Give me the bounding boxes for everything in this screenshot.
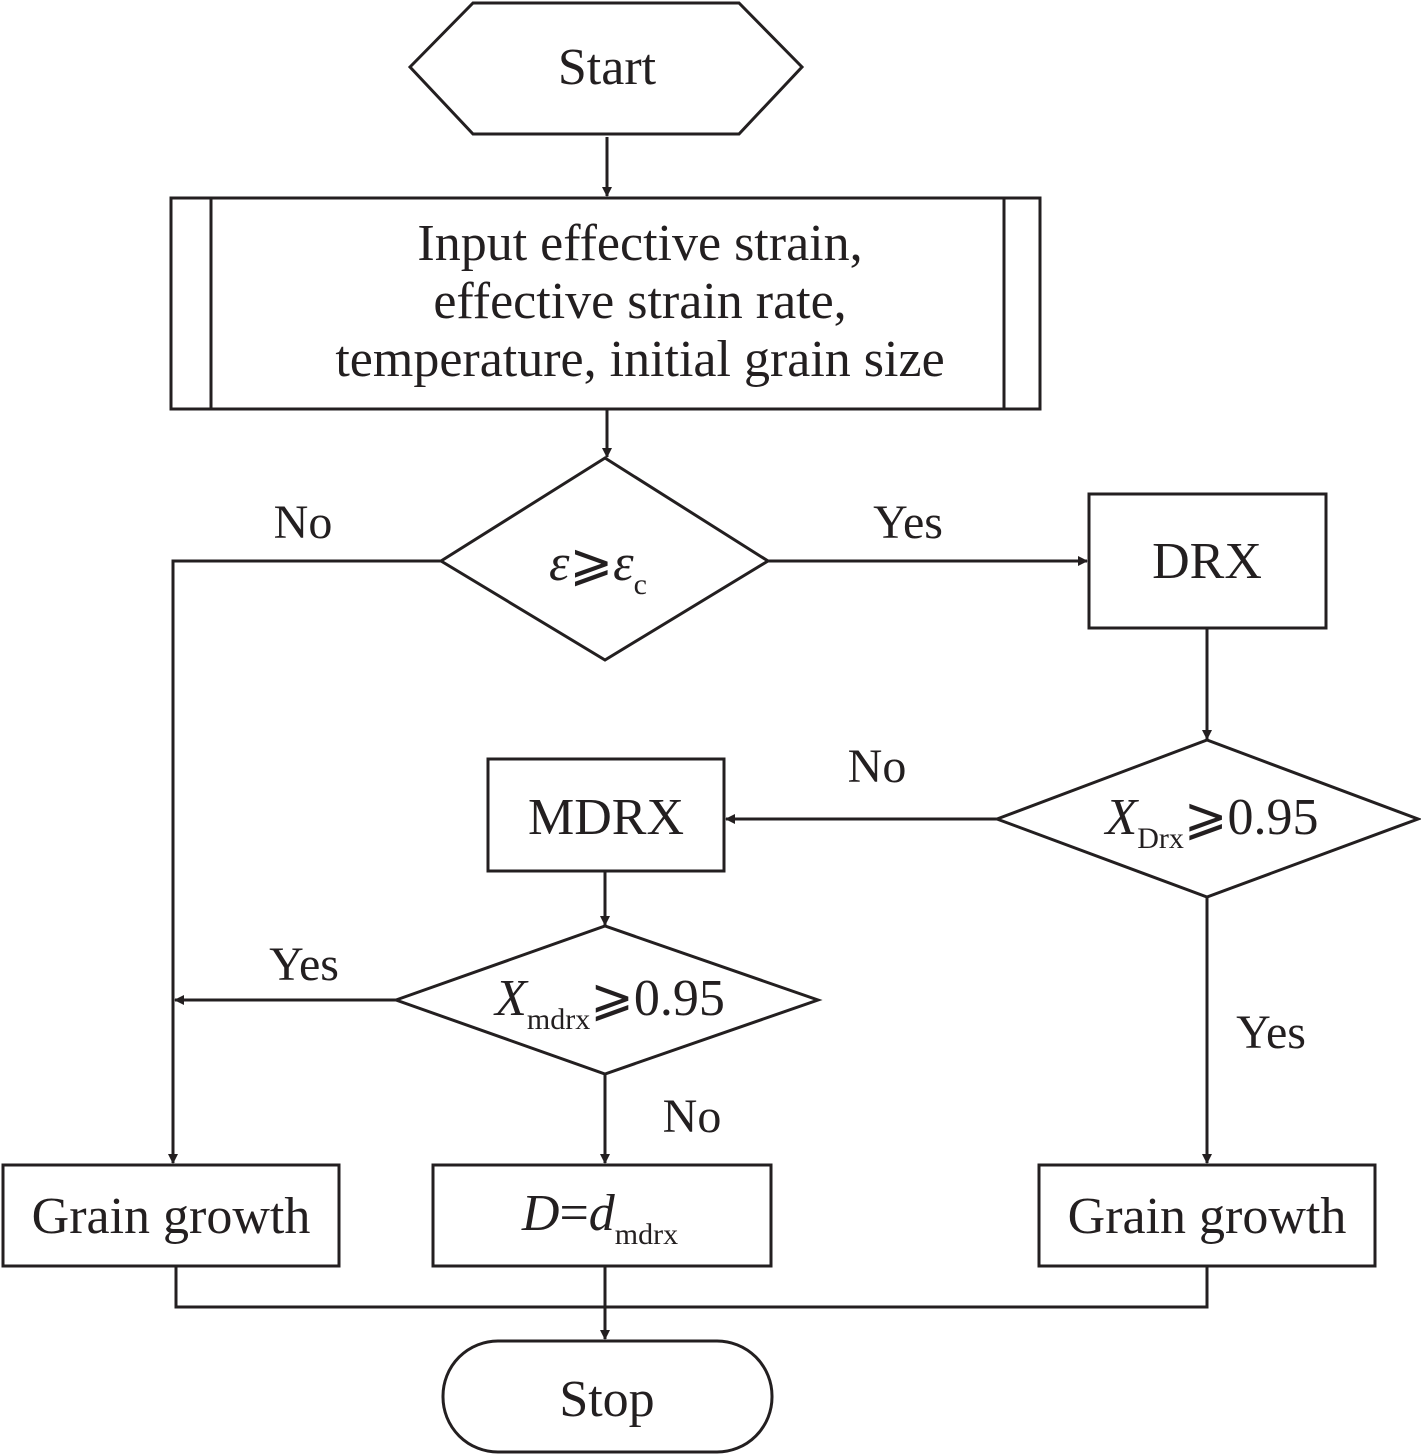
drx-label: DRX <box>1152 533 1262 590</box>
stop-node: Stop <box>441 1339 774 1454</box>
mdrx-label: MDRX <box>528 789 684 846</box>
input-node: Input effective strain, effective strain… <box>169 196 1042 411</box>
input-line-2: effective strain rate, <box>433 273 846 330</box>
stop-label: Stop <box>559 1371 654 1428</box>
start-node: Start <box>407 1 805 136</box>
edge-labels: No Yes No Yes Yes No <box>269 496 1306 1143</box>
connectors <box>168 137 1212 1340</box>
drx-node: DRX <box>1087 492 1328 630</box>
edge-decision1-no <box>168 559 441 1164</box>
label-decision3-no: No <box>663 1090 722 1143</box>
label-decision2-yes: Yes <box>1236 1006 1306 1059</box>
decision-strain-critical: ε⩾εc <box>438 456 771 662</box>
label-decision1-yes: Yes <box>873 496 943 549</box>
start-label: Start <box>558 39 657 96</box>
decision3-condition: Xmdrx⩾0.95 <box>493 970 725 1036</box>
label-decision1-no: No <box>274 496 333 549</box>
decision2-condition: XDrx⩾0.95 <box>1104 789 1319 855</box>
edge-merge <box>174 1266 1209 1309</box>
result-node: D=dmdrx <box>431 1163 773 1268</box>
result-formula: D=dmdrx <box>521 1185 678 1251</box>
decision-mdrx-fraction: Xmdrx⩾0.95 <box>391 924 823 1076</box>
mdrx-node: MDRX <box>486 757 726 873</box>
decision1-condition: ε⩾εc <box>549 535 647 601</box>
decision-drx-fraction: XDrx⩾0.95 <box>992 738 1421 899</box>
label-decision2-no: No <box>848 740 907 793</box>
grain-growth-left-label: Grain growth <box>32 1188 311 1245</box>
grain-growth-right-label: Grain growth <box>1068 1188 1347 1245</box>
input-line-3: temperature, initial grain size <box>335 331 944 388</box>
grain-growth-left-node: Grain growth <box>1 1163 341 1268</box>
label-decision3-yes: Yes <box>269 938 339 991</box>
input-line-1: Input effective strain, <box>417 215 862 272</box>
grain-growth-right-node: Grain growth <box>1037 1163 1377 1268</box>
